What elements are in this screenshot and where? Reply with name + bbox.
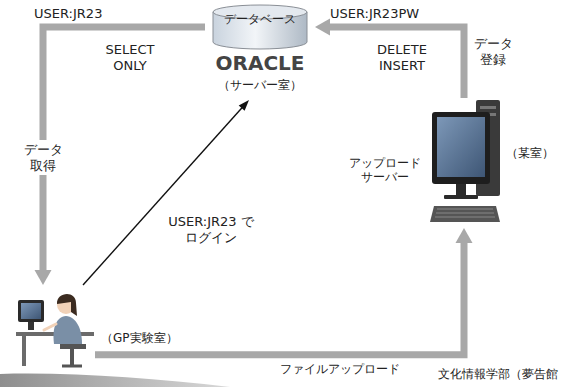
person-icon [16,294,94,366]
node-area: （GP実験室） [15,285,95,370]
arrow-head [456,228,473,243]
arrow-head [315,18,330,35]
connector-line [83,107,243,285]
arrow-head [35,270,52,285]
user-label: USER:JR23 [34,6,102,22]
slide-swoosh [0,374,230,387]
room-label: （某室） [506,146,554,160]
connector [95,228,473,355]
database-cylinder [213,5,307,49]
user-label: USER:JR23PW [330,6,419,22]
edge-label: ファイルアップロード [280,362,400,376]
oracle-logo-text: ORACLE [205,51,315,75]
edge-label: USER:JR23 でログイン [168,214,254,245]
room-label: （サーバー室） [200,78,320,92]
connector-line [43,27,205,273]
node-area: データベースORACLE（サーバー室） [205,2,315,100]
edge-label: データ 登録 [472,36,514,67]
permission-label: DELETE INSERT [370,42,434,73]
permission-label: SELECT ONLY [98,42,162,73]
edge-label: データ 取得 [22,140,64,175]
node-area: アップロード サーバー（某室） [428,98,500,228]
connector [83,100,249,285]
connector [315,18,464,98]
connector-line [95,240,464,355]
server-label: アップロード サーバー [346,156,424,185]
computer-icon [430,100,500,222]
arrow-head [239,100,249,111]
connector-line [327,27,464,98]
footer-text: 文化情報学部（夢告館 [438,367,558,381]
db-label: データベース [205,12,315,26]
room-label: （GP実験室） [101,331,178,345]
